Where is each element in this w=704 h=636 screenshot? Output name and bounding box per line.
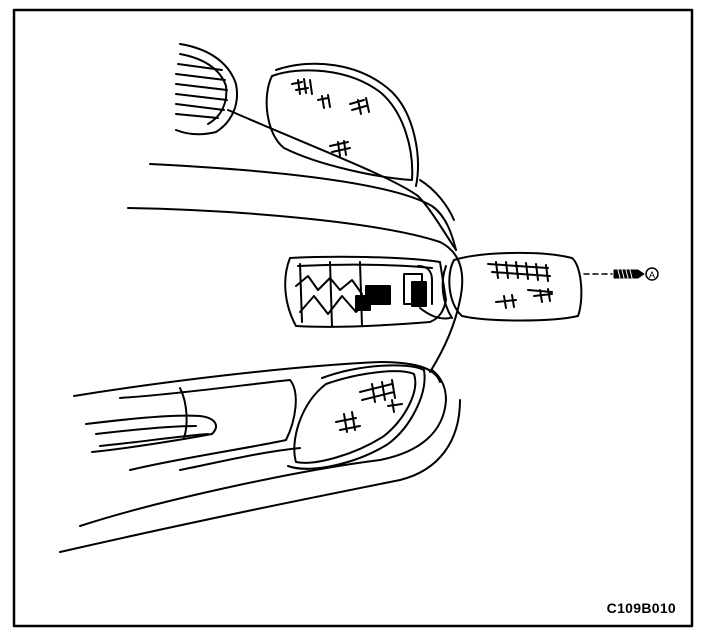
- figure-code-label: C109B010: [606, 600, 676, 616]
- fog-lamp-opening: [284, 255, 451, 328]
- upper-grille: [175, 43, 238, 136]
- lower-bumper: [59, 361, 461, 553]
- callout-label: A: [649, 270, 655, 280]
- body-contours: [127, 109, 464, 373]
- mounting-screw: A: [583, 267, 659, 281]
- headlamp: [265, 62, 419, 187]
- callout-circle: [645, 267, 659, 281]
- figure-border: [12, 8, 694, 628]
- fog-lamp-assembly: [441, 251, 583, 322]
- lower-lamp: [287, 364, 426, 470]
